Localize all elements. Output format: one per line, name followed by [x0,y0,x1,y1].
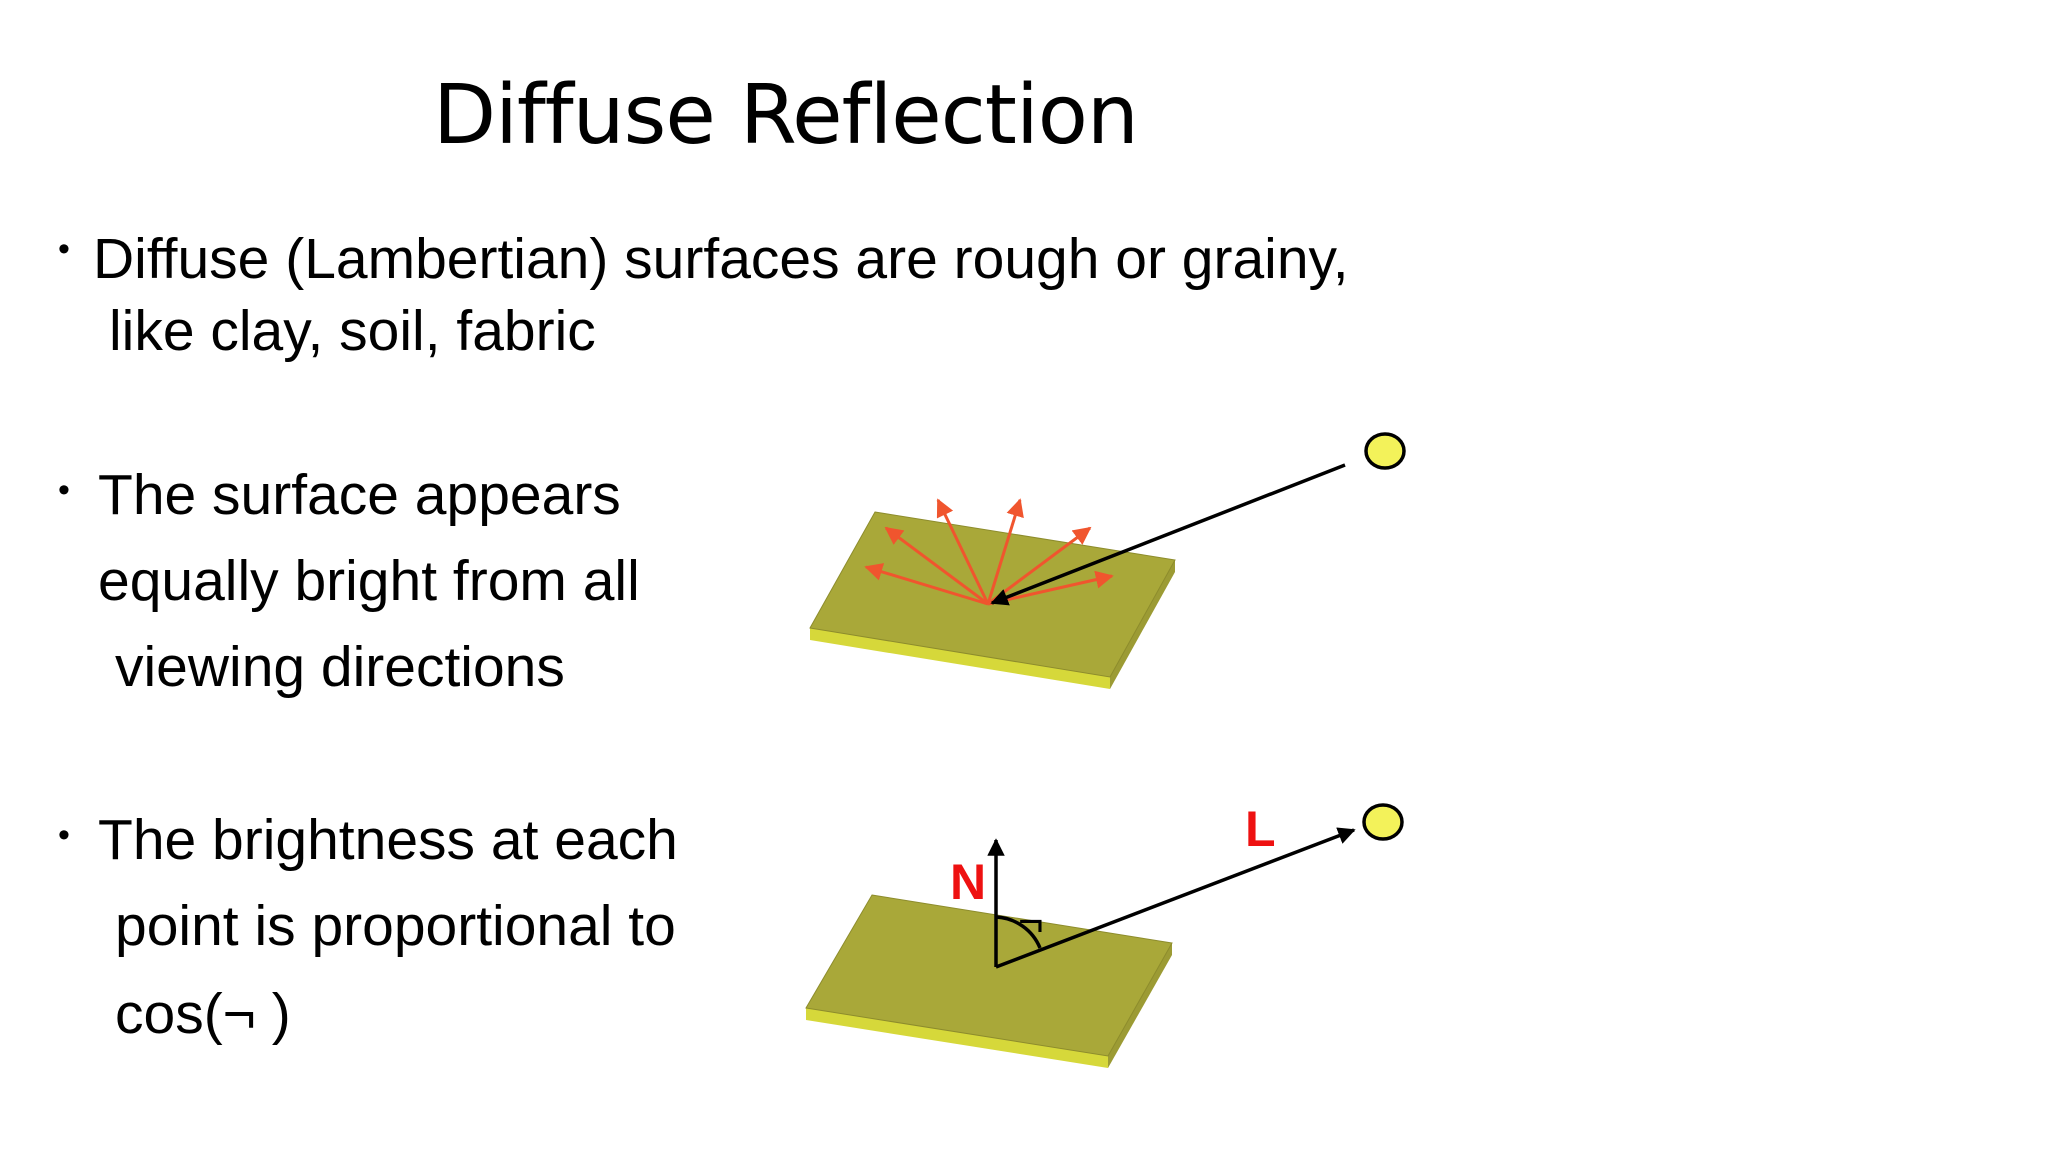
slide-title: Diffuse Reflection [433,68,1139,163]
bullet-1-line-2: like clay, soil, fabric [109,299,596,363]
reflected-ray-2 [884,526,989,606]
reflected-ray-1 [864,563,989,606]
bullet-dot-1: • [58,230,70,268]
bullet-2-line-1: The surface appears [98,463,621,527]
reflected-ray-4 [986,498,1024,605]
top-slab-side [1110,560,1175,689]
bullet-2-line-3: viewing directions [115,635,565,699]
incident-ray [990,463,1346,606]
angle-symbol: ¬ [1018,897,1044,946]
top-slab-front [810,628,1110,689]
bullet-2-line-2: equally bright from all [98,549,640,613]
top-slab-top [809,511,1176,678]
light-label: L [1245,801,1276,857]
bottom-slab-side [1108,943,1172,1068]
bullet-3-line-1: The brightness at each [98,808,678,872]
bullet-dot-3: • [58,816,70,854]
light-source-top [1364,432,1406,470]
light-vector [995,827,1356,969]
bottom-slab-front [806,1008,1108,1068]
normal-label: N [950,854,986,910]
reflected-ray-3 [936,498,990,605]
angle-arc [995,915,1042,949]
bullet-dot-2: • [58,471,70,509]
bullet-1-line-1: Diffuse (Lambertian) surfaces are rough … [93,227,1349,291]
bullet-3-line-3: cos(¬ ) [115,982,291,1046]
light-source-bottom [1362,803,1404,841]
bullet-3-line-2: point is proportional to [115,894,676,958]
